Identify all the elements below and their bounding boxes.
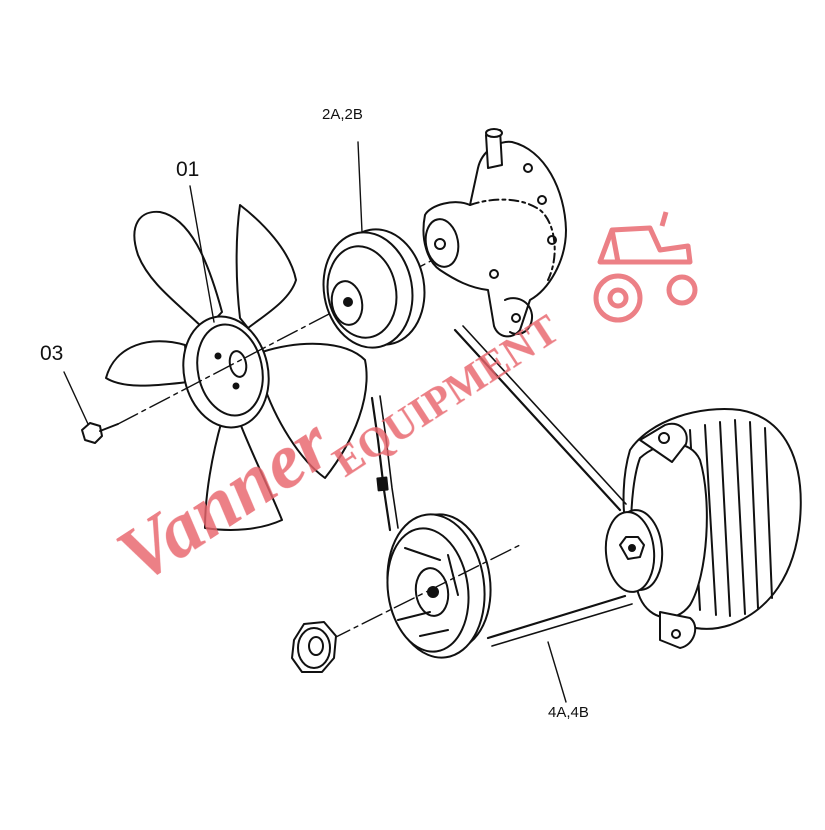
fan-blade-right: [261, 342, 368, 479]
pump-bolt-1: [523, 163, 533, 173]
pump-body-outline: [422, 140, 567, 338]
water-pump-pulley-drawing: [322, 228, 426, 349]
bolt-drawing: [81, 422, 119, 444]
pump-bolt-2: [537, 195, 547, 205]
pump-shaft: [434, 238, 446, 250]
water-pump-drawing: [422, 128, 567, 338]
callout-4a4b: 4A,4B: [548, 704, 589, 721]
fan-blade-bottom: [204, 417, 283, 531]
belt-bottom-run-inner: [491, 603, 633, 647]
bolt-shank: [99, 423, 119, 432]
fan-bolt-hole-1: [214, 352, 222, 360]
crank-nut-drawing: [291, 621, 337, 673]
callout-01: 01: [176, 158, 200, 181]
leader-4a4b: [547, 641, 567, 703]
leader-lines: [63, 141, 567, 703]
leader-2a2b: [357, 141, 363, 233]
belt-left-run-inner: [379, 395, 399, 529]
pump-outlet-cap: [485, 128, 503, 138]
fan-blade-top-right: [235, 204, 297, 329]
crank-pulley-spokes: [397, 547, 459, 637]
pump-pulley-rim-front: [322, 231, 414, 349]
crank-pulley-boss: [414, 567, 450, 617]
belt-bottom-run: [486, 594, 627, 640]
belt-top-run-inner: [462, 325, 627, 505]
pump-pulley-boss: [330, 280, 364, 326]
alternator-shaft: [628, 544, 636, 552]
fan-bolt-hole-2: [232, 382, 240, 390]
alternator-drawing: [604, 408, 802, 649]
fan-hub-inner: [196, 323, 264, 417]
axis-line-crank: [329, 544, 521, 641]
belt-left-run: [370, 396, 392, 532]
leader-01: [189, 185, 215, 323]
crank-nut-washer: [297, 627, 331, 669]
fan-blade-left: [105, 340, 189, 387]
pump-pulley-bore: [343, 297, 353, 307]
callout-2a2b: 2A,2B: [322, 106, 363, 123]
pump-bolt-4: [489, 269, 499, 279]
alternator-bracket-hole-2: [671, 629, 681, 639]
v-belt-drawing: [370, 325, 633, 647]
pump-inlet: [504, 297, 534, 335]
pump-bolt-3: [547, 235, 557, 245]
fan-hub-outer: [182, 315, 270, 429]
pump-bolt-5: [511, 313, 521, 323]
pump-shaft-boss: [424, 218, 460, 268]
tractor-icon: [593, 211, 698, 323]
callout-03: 03: [40, 342, 64, 365]
fan-blade-top-left: [133, 210, 223, 331]
pump-flange: [469, 198, 556, 281]
belt-left-marker: [376, 476, 389, 492]
leader-03: [63, 371, 89, 425]
alternator-bracket-hole: [658, 432, 670, 444]
fan-drawing: [105, 204, 368, 531]
bolt-head: [81, 422, 103, 444]
pump-pulley-face: [326, 245, 398, 339]
crank-nut-hole: [308, 636, 324, 656]
belt-top-run: [453, 328, 622, 512]
